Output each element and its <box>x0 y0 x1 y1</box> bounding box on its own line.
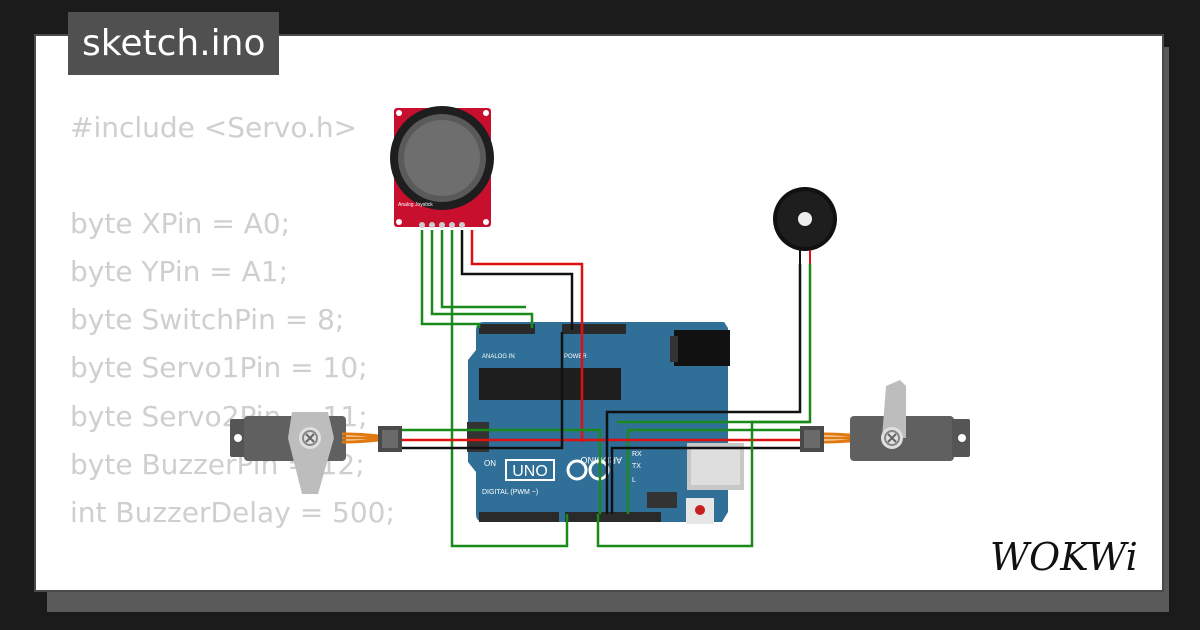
power-header-label: POWER <box>564 354 587 360</box>
reset-button-icon[interactable] <box>686 498 714 524</box>
wokwi-logo: WOKWi <box>990 535 1138 579</box>
code-line: byte YPin = A1; <box>70 255 289 289</box>
wokwi-logo-text: WOKWi <box>990 535 1138 579</box>
arduino-uno-board[interactable]: UNO ARDUINO ON RX TX L DIGITAL (PWM ~) A… <box>467 322 744 524</box>
code-line: #include <Servo.h> <box>70 111 358 144</box>
l-label: L <box>632 477 636 484</box>
analog-header <box>479 324 535 334</box>
board-name: UNO <box>512 463 548 480</box>
code-line: int BuzzerDelay = 500; <box>70 495 395 529</box>
servo-icon[interactable] <box>230 412 402 494</box>
tx-label: TX <box>632 463 641 470</box>
code-line: byte XPin = A0; <box>70 207 291 241</box>
code-line: byte Servo1Pin = 10; <box>70 351 368 385</box>
digital-header-high <box>565 512 661 522</box>
digital-header-label: DIGITAL (PWM ~) <box>482 489 538 496</box>
power-jack-icon <box>670 330 730 366</box>
on-label: ON <box>484 459 496 468</box>
wires <box>402 230 812 548</box>
power-header <box>562 324 626 334</box>
icsp-header <box>647 492 677 508</box>
file-tab[interactable]: sketch.ino <box>68 12 280 75</box>
microcontroller-chip <box>479 368 621 400</box>
rx-label: RX <box>632 451 642 458</box>
circuit-diagram: UNO ARDUINO ON RX TX L DIGITAL (PWM ~) A… <box>230 106 970 548</box>
usb-port-icon <box>687 443 744 490</box>
joystick-icon[interactable]: Analog Joystick <box>390 106 494 228</box>
code-line: byte SwitchPin = 8; <box>70 303 345 337</box>
buzzer-icon[interactable] <box>773 187 837 264</box>
preview-card: #include <Servo.h> byte XPin = A0; byte YP… <box>34 34 1164 592</box>
servo-icon[interactable] <box>800 380 970 461</box>
digital-header-low <box>479 512 559 522</box>
analog-header-label: ANALOG IN <box>482 354 515 360</box>
joystick-caption: Analog Joystick <box>398 202 433 208</box>
